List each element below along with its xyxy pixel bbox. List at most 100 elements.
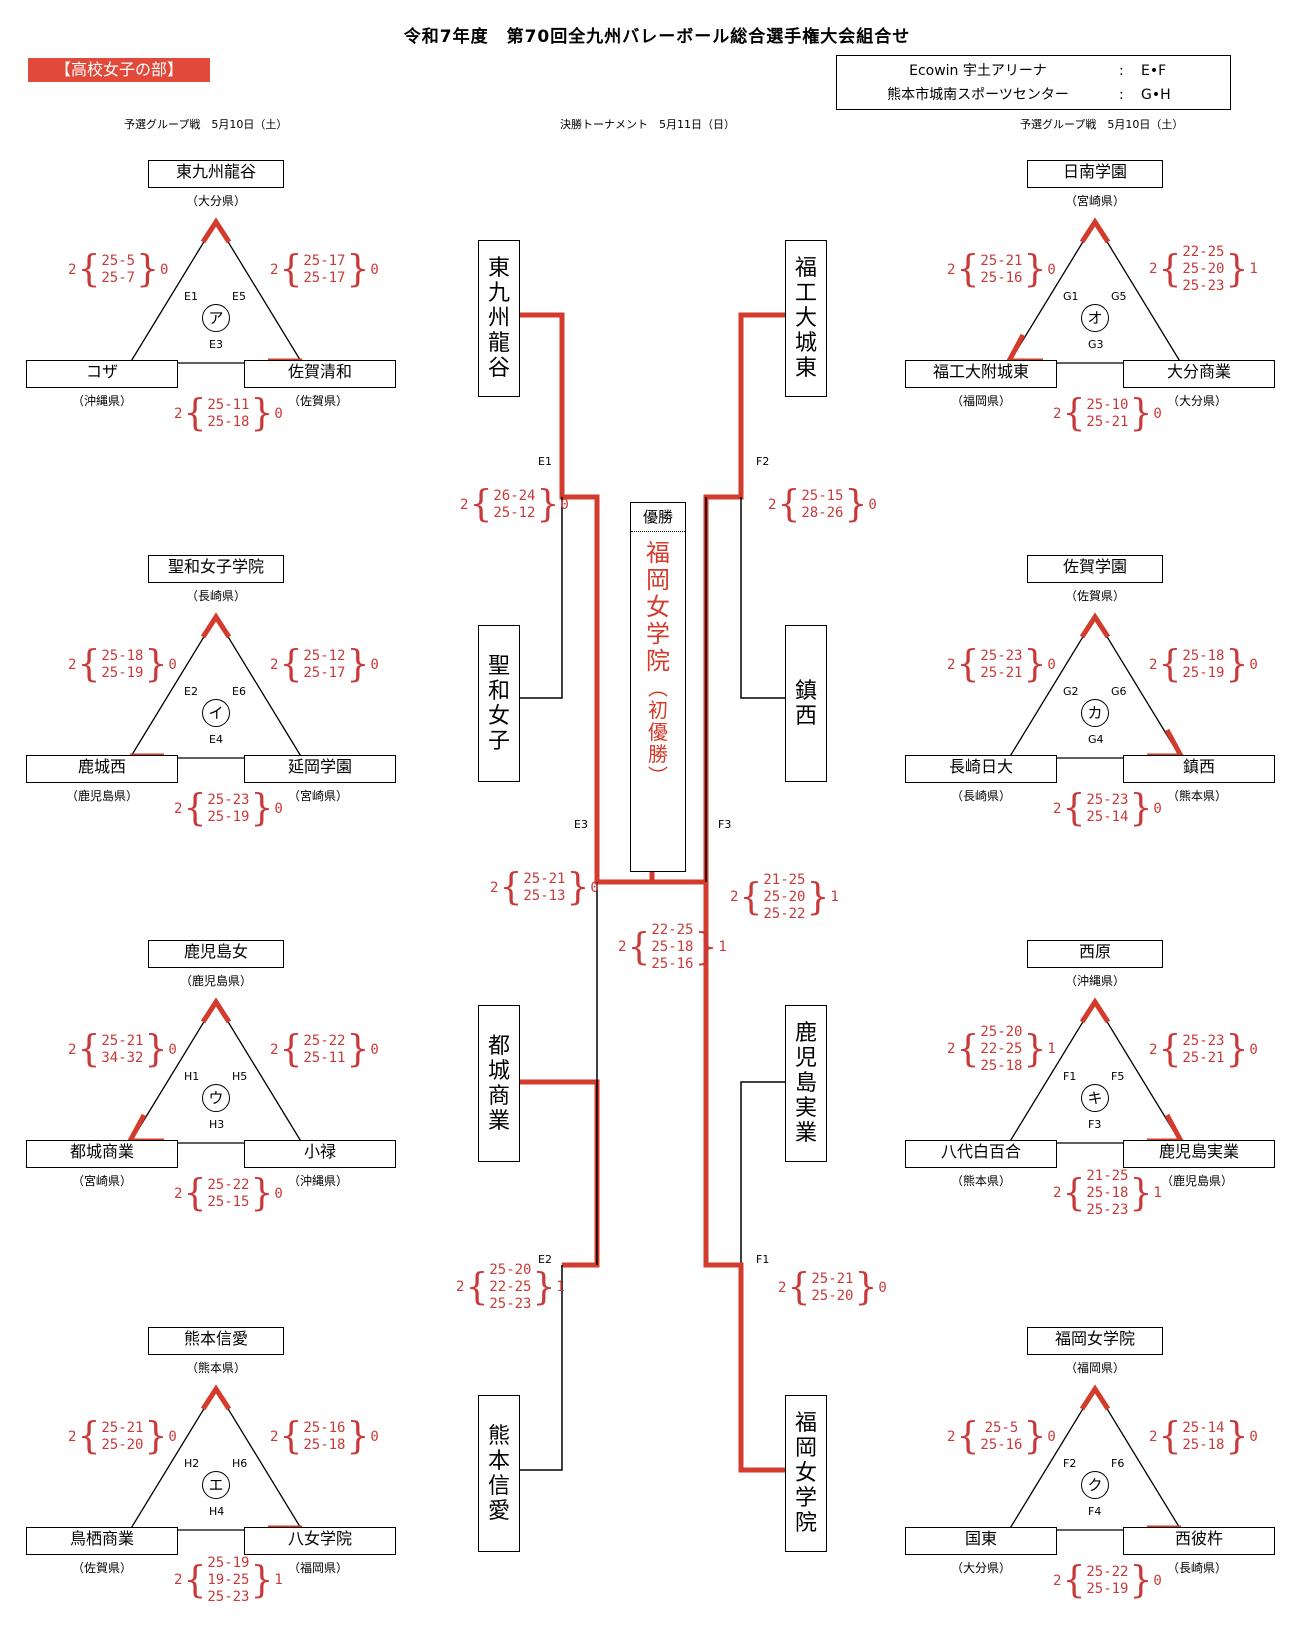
wins-count: 2: [174, 800, 183, 817]
set-score: 25-22: [207, 1177, 250, 1193]
winner-mark: [1079, 997, 1111, 1024]
losses-count: 0: [168, 1428, 177, 1445]
venue-courts: E•F: [1141, 63, 1167, 79]
set-score: 25-23: [980, 648, 1023, 664]
losses-count: 0: [1047, 656, 1056, 673]
losses-count: 0: [274, 1185, 283, 1202]
entrant-char: 九: [487, 281, 510, 306]
set-score: 22-25: [489, 1279, 532, 1295]
losses-count: 0: [1249, 656, 1258, 673]
entrant-char: 都: [487, 1033, 510, 1059]
champion-name: 福岡女学院: [631, 540, 685, 675]
match-code: E2: [538, 1253, 552, 1266]
entrant-char: 城: [487, 1058, 510, 1084]
set-score: 25-19: [1086, 1581, 1129, 1597]
set-score: 25-18: [207, 414, 250, 430]
losses-count: 1: [1047, 1041, 1056, 1057]
set-score: 25-23: [1182, 278, 1225, 294]
set-score: 25-17: [303, 253, 346, 269]
group-id-badge: ク: [1081, 1471, 1109, 1499]
group-team-pref: （鹿児島県）: [179, 974, 252, 988]
match-code: F2: [1063, 1457, 1077, 1470]
wins-count: 2: [174, 1185, 183, 1202]
group-team-pref: （熊本県）: [1166, 789, 1227, 803]
losses-count: 0: [274, 800, 283, 817]
champion-label: 優勝: [631, 503, 685, 532]
losses-count: 0: [1153, 405, 1162, 422]
set-score: 25-22: [763, 906, 806, 922]
group-team-left: 福工大附城東: [905, 360, 1057, 388]
entrant-char: 福: [794, 256, 817, 281]
set-score: 25-16: [303, 1420, 346, 1436]
champion-note: ︵初優勝︶: [631, 677, 685, 787]
group-team-left: コザ: [26, 360, 178, 388]
brace-close: }: [1225, 247, 1249, 291]
entrant-char: 業: [487, 1108, 510, 1134]
set-score: 25-23: [1182, 1033, 1225, 1049]
brace-open: {: [1158, 1027, 1182, 1071]
entrant-char: 島: [794, 1071, 817, 1096]
wins-count: 2: [947, 261, 956, 278]
phase-label-center: 決勝トーナメント 5月11日（日）: [560, 118, 735, 131]
match-code: G1: [1063, 290, 1079, 303]
champion-char: 岡: [646, 566, 670, 594]
wins-count: 2: [1149, 261, 1158, 277]
wins-count: 2: [460, 496, 469, 513]
group-team-right: 八女学院: [244, 1527, 396, 1555]
set-score: 25-17: [303, 270, 346, 286]
brace-close: }: [844, 482, 868, 526]
losses-count: 1: [274, 1572, 283, 1588]
set-score: 25-16: [651, 956, 694, 972]
venue-colon: :: [1119, 63, 1124, 79]
group-team-pref: （沖縄県）: [1064, 974, 1125, 988]
group-id-badge: ア: [202, 304, 230, 332]
group-team-pref: （佐賀県）: [71, 1561, 132, 1575]
brace-open: {: [1062, 391, 1086, 435]
set-score: 25-21: [101, 1420, 144, 1436]
wins-count: 2: [947, 1041, 956, 1057]
brace-open: {: [183, 1558, 207, 1602]
entrant-char: 女: [794, 1461, 817, 1486]
entrant-char: 東: [794, 356, 817, 381]
match-code: G4: [1088, 733, 1104, 746]
winner-mark: [1079, 612, 1111, 639]
losses-count: 1: [1153, 1185, 1162, 1201]
set-score: 25-23: [1086, 1202, 1129, 1218]
set-score: 25-20: [101, 1437, 144, 1453]
venue-row: Ecowin 宇土アリーナ : E•F: [837, 59, 1230, 83]
set-score: 25-18: [651, 939, 694, 955]
bracket-line: [740, 497, 785, 699]
match-code: H1: [184, 1070, 200, 1083]
group-team-pref: （宮崎県）: [287, 789, 348, 803]
entrant-char: 熊: [487, 1423, 510, 1449]
bracket-line: [706, 1081, 785, 1266]
brace-close: }: [1023, 1027, 1047, 1071]
winner-mark: [200, 217, 232, 244]
group-triangle: [128, 1387, 304, 1531]
set-score: 25-15: [801, 488, 844, 504]
brace-open: {: [1062, 786, 1086, 830]
entrant-char: 本: [487, 1448, 510, 1474]
group-id-badge: カ: [1081, 699, 1109, 727]
brace-close: }: [144, 642, 168, 686]
set-score: 25-7: [101, 270, 136, 286]
set-score: 25-20: [980, 1024, 1023, 1040]
set-score: 25-18: [1182, 1437, 1225, 1453]
set-score: 25-12: [493, 505, 536, 521]
group-triangle: [128, 615, 304, 759]
set-score: 25-19: [1182, 665, 1225, 681]
set-score: 25-19: [101, 665, 144, 681]
